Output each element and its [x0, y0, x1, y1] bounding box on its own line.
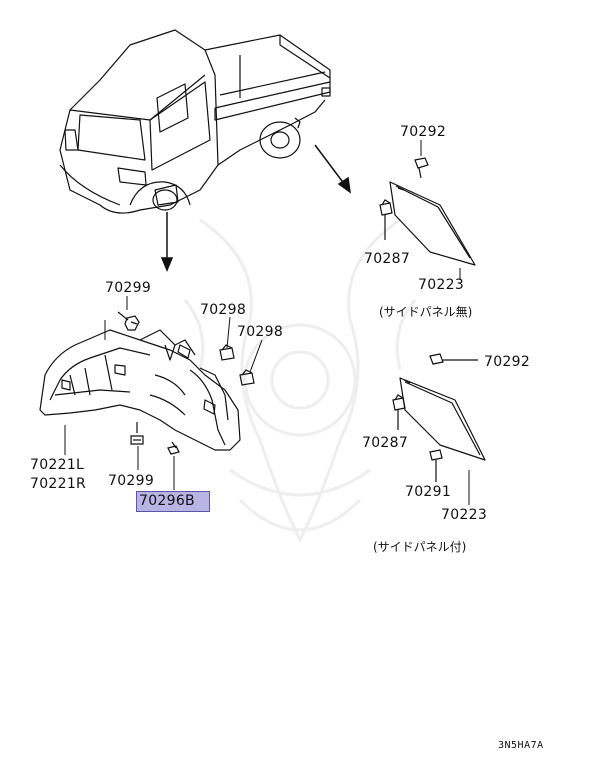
hardware-screw-70296B — [167, 441, 180, 455]
diagram-code: 3N5HA7A — [498, 740, 544, 751]
part-label-70296B[interactable]: 70296B — [139, 493, 195, 509]
part-label-70221L: 70221L — [30, 457, 85, 473]
part-label-70299-bottom: 70299 — [108, 473, 155, 489]
part-label-70298-b: 70298 — [237, 324, 284, 340]
hardware-bolt-70299-bottom — [130, 422, 144, 445]
arrow-down-to-liner — [160, 212, 174, 272]
fender-liner-70221 — [39, 329, 241, 451]
part-label-70291: 70291 — [405, 484, 452, 500]
part-label-70292-bottom: 70292 — [484, 354, 531, 370]
arrow-to-side-panel — [314, 144, 351, 194]
part-label-70287-bottom: 70287 — [362, 435, 409, 451]
truck-illustration — [59, 29, 331, 214]
part-label-70298-a: 70298 — [200, 302, 247, 318]
note-with-side-panel: (サイドパネル付) — [373, 540, 467, 554]
side-panel-70223-top — [389, 181, 476, 266]
part-label-70292-top: 70292 — [400, 124, 447, 140]
leader-lines — [64, 140, 470, 505]
hardware-bolt-70299-top — [117, 311, 140, 331]
highlight-box — [136, 491, 210, 512]
part-label-70299-top: 70299 — [105, 280, 152, 296]
part-label-70287-top: 70287 — [364, 251, 411, 267]
hardware-clip-70298-a — [219, 344, 235, 361]
note-without-side-panel: (サイドパネル無) — [379, 305, 473, 319]
hardware-clip-70287-bottom — [392, 394, 406, 430]
side-panel-70223-bottom — [399, 377, 486, 461]
hardware-clip-70291 — [429, 449, 443, 482]
hardware-bolt-70292-bottom — [429, 353, 478, 365]
watermark-emblem — [183, 218, 417, 544]
hardware-clip-70287-top — [379, 199, 393, 240]
part-label-70223-bottom: 70223 — [441, 507, 488, 523]
part-label-70223-top: 70223 — [418, 277, 465, 293]
hardware-bolt-70292-top — [414, 157, 429, 179]
part-label-70221R: 70221R — [30, 476, 87, 492]
